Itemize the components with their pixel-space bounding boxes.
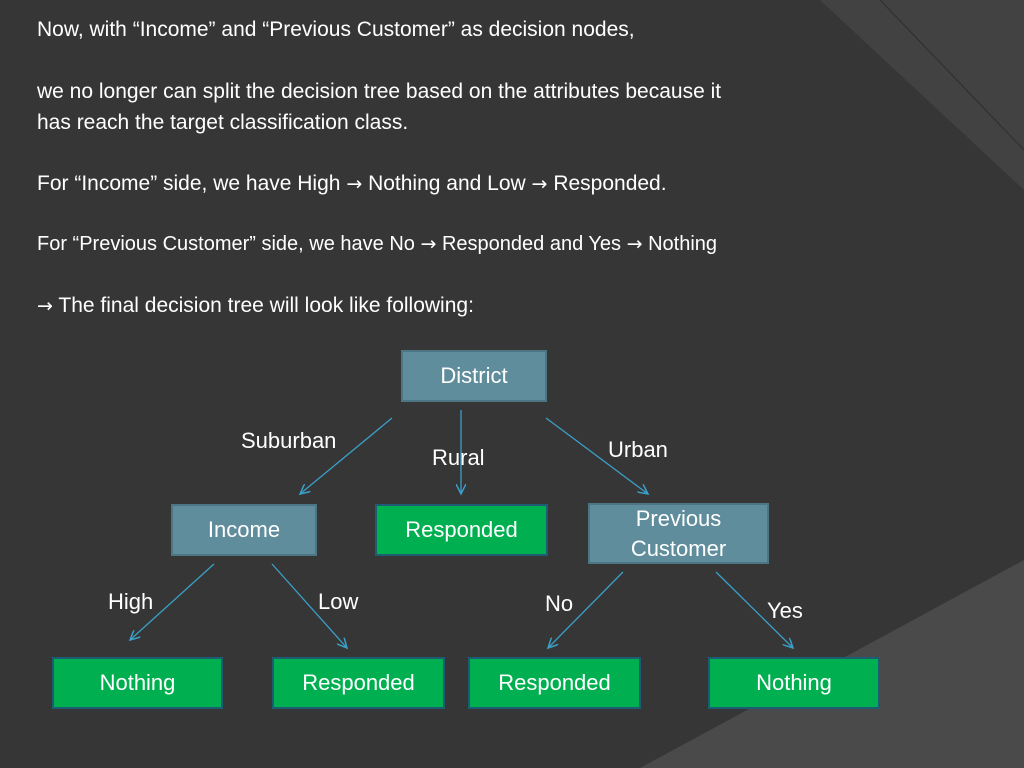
previous-side-prefix: For “Previous Customer” side, we have No: [37, 233, 415, 255]
income-side-prefix: For “Income” side, we have High: [37, 172, 341, 195]
previous-customer-label-2: Customer: [630, 535, 727, 561]
edge-low: [271, 563, 347, 648]
previous-customer-side-line: For “Previous Customer” side, we have No…: [37, 229, 717, 260]
income-side-line: For “Income” side, we have High → Nothin…: [37, 168, 667, 200]
high-nothing-leaf: Nothing: [52, 657, 223, 709]
right-arrow-icon: →: [531, 173, 548, 195]
edge-high: [130, 563, 215, 640]
edge-label-low: Low: [318, 589, 359, 614]
income-side-end: Responded.: [553, 172, 667, 195]
edge-suburban: [300, 417, 393, 494]
edge-label-suburban: Suburban: [241, 428, 337, 453]
previous-customer-node: Previous Customer: [588, 503, 769, 564]
explanation-line-1: we no longer can split the decision tree…: [37, 80, 722, 103]
previous-side-middle: Responded and Yes: [441, 233, 622, 255]
edge-no: [548, 571, 624, 648]
yes-nothing-leaf: Nothing: [708, 657, 880, 709]
right-arrow-icon: →: [626, 233, 643, 255]
edge-label-rural: Rural: [432, 445, 485, 470]
income-node: Income: [171, 504, 317, 556]
final-tree-text: The final decision tree will look like f…: [58, 294, 474, 317]
low-responded-leaf: Responded: [272, 657, 445, 709]
right-arrow-icon: →: [346, 173, 363, 195]
previous-side-end: Nothing: [648, 233, 718, 255]
right-arrow-icon: →: [420, 233, 437, 255]
no-responded-leaf: Responded: [468, 657, 641, 709]
edge-urban: [545, 417, 648, 494]
explanation-line-2: has reach the target classification clas…: [37, 111, 409, 134]
rural-responded-leaf: Responded: [375, 504, 548, 556]
right-arrow-icon: →: [37, 295, 53, 317]
district-node: District: [401, 350, 547, 402]
intro-line: Now, with “Income” and “Previous Custome…: [37, 18, 635, 41]
edge-label-urban: Urban: [608, 437, 668, 462]
income-side-middle: Nothing and Low: [368, 172, 526, 195]
edge-label-yes: Yes: [767, 598, 803, 623]
final-tree-line: → The final decision tree will look like…: [37, 290, 474, 322]
edge-yes: [715, 571, 793, 648]
previous-customer-label-1: Previous: [635, 505, 722, 531]
edge-label-no: No: [545, 591, 574, 616]
edge-label-high: High: [108, 589, 154, 614]
